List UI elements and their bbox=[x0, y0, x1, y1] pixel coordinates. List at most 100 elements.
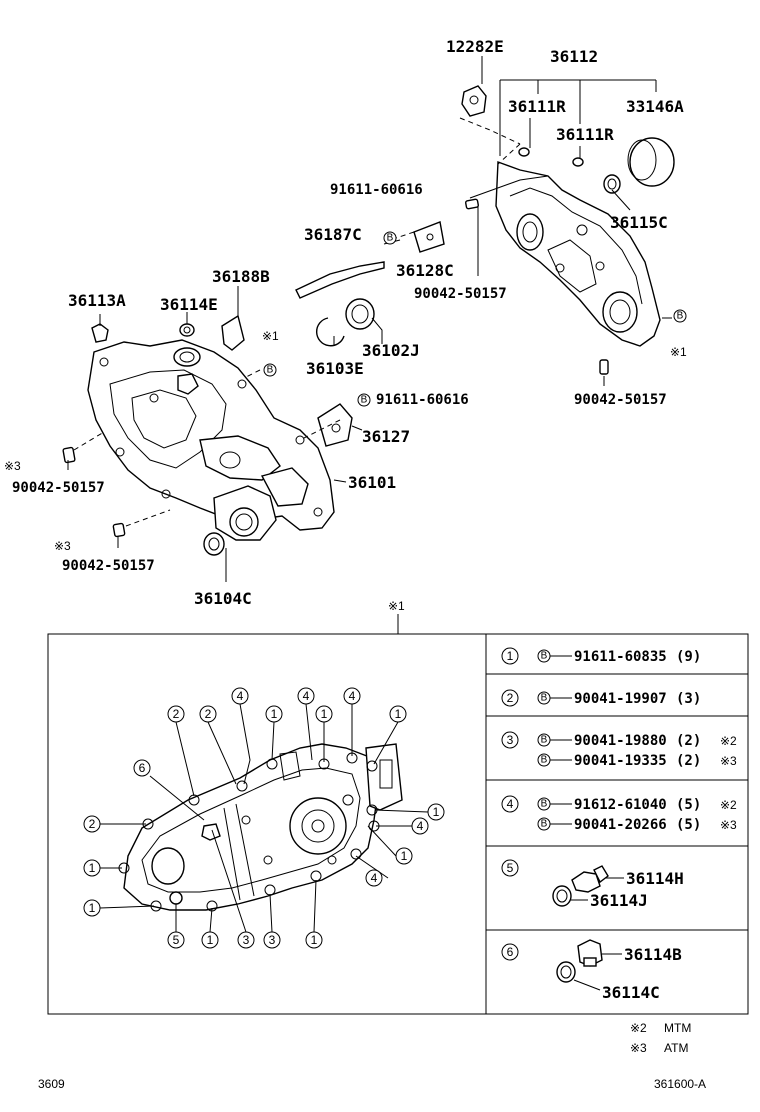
label-36114E: 36114E bbox=[160, 295, 218, 314]
detail-legend: 1 B 91611-60835 (9) 2 B 90041-19907 (3) … bbox=[501, 647, 737, 1002]
svg-text:1: 1 bbox=[401, 849, 408, 863]
legend-1-qty: (9) bbox=[676, 649, 701, 665]
label-36113A: 36113A bbox=[68, 291, 126, 310]
legend-3a-qty: (2) bbox=[676, 733, 701, 749]
svg-text:2: 2 bbox=[173, 707, 180, 721]
drain-plug-drawing bbox=[552, 865, 609, 907]
footnote-mark: ※2 bbox=[630, 1021, 647, 1035]
label-36127: 36127 bbox=[362, 427, 410, 446]
label-36104C: 36104C bbox=[194, 589, 252, 608]
svg-text:1: 1 bbox=[89, 901, 96, 915]
label-36103E: 36103E bbox=[306, 359, 364, 378]
legend-2-qty: (3) bbox=[676, 691, 701, 707]
label-36128C: 36128C bbox=[396, 261, 454, 280]
svg-text:B: B bbox=[541, 735, 548, 746]
legend-4a-note: ※2 bbox=[720, 798, 737, 812]
svg-text:B: B bbox=[541, 799, 548, 810]
svg-text:B: B bbox=[541, 693, 548, 704]
detail-callouts: 2 2 4 1 4 1 4 1 6 2 1 1 5 1 3 3 1 1 4 1 … bbox=[83, 687, 445, 949]
svg-text:4: 4 bbox=[507, 797, 514, 811]
svg-text:2: 2 bbox=[205, 707, 212, 721]
footnote-mark: ※3 bbox=[630, 1041, 647, 1055]
label-36102J: 36102J bbox=[362, 341, 420, 360]
svg-text:B: B bbox=[361, 395, 368, 406]
svg-text:4: 4 bbox=[303, 689, 310, 703]
legend-4a-part: 91612-61040 bbox=[574, 797, 667, 813]
svg-text:4: 4 bbox=[417, 819, 424, 833]
label-12282E: 12282E bbox=[446, 37, 504, 56]
svg-text:1: 1 bbox=[207, 933, 214, 947]
legend-6-part-a: 36114B bbox=[624, 945, 682, 964]
label-91611-60616-b: 91611-60616 bbox=[376, 392, 469, 408]
legend-1-part: 91611-60835 bbox=[574, 649, 667, 665]
svg-text:3: 3 bbox=[269, 933, 276, 947]
rear-case-drawing bbox=[459, 56, 675, 386]
svg-text:1: 1 bbox=[321, 707, 328, 721]
svg-text:5: 5 bbox=[173, 933, 180, 947]
legend-4b-note: ※3 bbox=[720, 818, 737, 832]
label-36115C: 36115C bbox=[610, 213, 668, 232]
label-90042-50157-d: 90042-50157 bbox=[62, 558, 155, 574]
note-3-marker: ※3 bbox=[4, 459, 21, 473]
note-1-marker: ※1 bbox=[670, 345, 687, 359]
12282E-part bbox=[461, 85, 487, 117]
detail-case-drawing bbox=[118, 743, 403, 912]
label-36187C: 36187C bbox=[304, 225, 362, 244]
svg-text:2: 2 bbox=[507, 691, 514, 705]
36128C-part bbox=[413, 221, 445, 253]
svg-text:B: B bbox=[541, 651, 548, 662]
legend-6-part-b: 36114C bbox=[602, 983, 660, 1002]
label-33146A: 33146A bbox=[626, 97, 684, 116]
label-36188B: 36188B bbox=[212, 267, 270, 286]
36127-part bbox=[317, 403, 353, 447]
svg-text:1: 1 bbox=[89, 861, 96, 875]
legend-3b-part: 90041-19335 bbox=[574, 753, 667, 769]
label-36111R-b: 36111R bbox=[556, 125, 614, 144]
svg-text:6: 6 bbox=[139, 761, 146, 775]
bolt-marker-icon: B B B B bbox=[263, 231, 687, 407]
svg-text:3: 3 bbox=[243, 933, 250, 947]
svg-text:2: 2 bbox=[89, 817, 96, 831]
svg-text:1: 1 bbox=[433, 805, 440, 819]
svg-text:1: 1 bbox=[395, 707, 402, 721]
legend-3a-part: 90041-19880 bbox=[574, 733, 667, 749]
svg-text:B: B bbox=[541, 755, 548, 766]
label-36112: 36112 bbox=[550, 47, 598, 66]
footnotes: ※2 MTM ※3 ATM bbox=[630, 1021, 691, 1055]
upper-part-labels: 12282E 36112 36111R 33146A 36111R 91611-… bbox=[4, 37, 687, 608]
legend-4b-part: 90041-20266 bbox=[574, 817, 667, 833]
legend-4a-qty: (5) bbox=[676, 797, 701, 813]
svg-text:B: B bbox=[267, 365, 274, 376]
label-91611-60616-a: 91611-60616 bbox=[330, 182, 423, 198]
filler-plug-drawing bbox=[556, 939, 603, 983]
svg-text:3: 3 bbox=[507, 733, 514, 747]
detail-note-marker: ※1 bbox=[388, 599, 405, 613]
label-36111R-a: 36111R bbox=[508, 97, 566, 116]
page-code-left: 3609 bbox=[38, 1077, 65, 1091]
note-3-marker: ※3 bbox=[54, 539, 71, 553]
label-36101: 36101 bbox=[348, 473, 396, 492]
footnote-text: MTM bbox=[664, 1021, 691, 1035]
svg-text:4: 4 bbox=[237, 689, 244, 703]
svg-text:1: 1 bbox=[507, 649, 514, 663]
legend-5-part-a: 36114H bbox=[626, 869, 684, 888]
36187C-part bbox=[295, 261, 385, 299]
label-90042-50157-a: 90042-50157 bbox=[414, 286, 507, 302]
svg-text:B: B bbox=[387, 233, 394, 244]
legend-4b-qty: (5) bbox=[676, 817, 701, 833]
svg-text:6: 6 bbox=[507, 945, 514, 959]
label-90042-50157-b: 90042-50157 bbox=[574, 392, 667, 408]
svg-text:5: 5 bbox=[507, 861, 514, 875]
footnote-text: ATM bbox=[664, 1041, 688, 1055]
page-code-right: 361600-A bbox=[654, 1077, 706, 1091]
legend-5-part-b: 36114J bbox=[590, 891, 648, 910]
svg-text:1: 1 bbox=[271, 707, 278, 721]
legend-3a-note: ※2 bbox=[720, 734, 737, 748]
svg-text:B: B bbox=[677, 311, 684, 322]
svg-text:4: 4 bbox=[349, 689, 356, 703]
detail-box: ※1 bbox=[47, 599, 749, 1015]
legend-3b-note: ※3 bbox=[720, 754, 737, 768]
note-1-marker: ※1 bbox=[262, 329, 279, 343]
legend-3b-qty: (2) bbox=[676, 753, 701, 769]
